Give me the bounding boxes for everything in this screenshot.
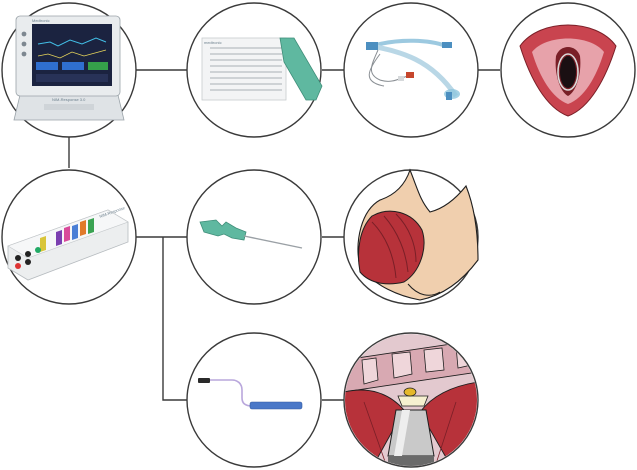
node-stimulation-probe bbox=[187, 333, 321, 467]
node-tube-ring bbox=[344, 3, 478, 137]
node-monitor: Medtronic NIM-Response 3.0 bbox=[2, 3, 136, 137]
node-endotracheal-tube bbox=[344, 3, 478, 137]
monitor-icon: Medtronic NIM-Response 3.0 bbox=[14, 16, 124, 120]
node-interface-box: NIM-Response bbox=[2, 170, 136, 304]
node-shoulder-muscle bbox=[344, 170, 478, 304]
node-electrode-strip: medtronic bbox=[187, 3, 322, 137]
strip-brand-text: medtronic bbox=[204, 40, 222, 45]
node-needle-ring bbox=[187, 170, 321, 304]
connector-box-probe bbox=[163, 237, 187, 400]
node-probe-ring bbox=[187, 333, 321, 467]
node-needle-electrode bbox=[187, 170, 321, 304]
node-larynx bbox=[501, 3, 635, 137]
monitor-brand-text: Medtronic bbox=[32, 18, 50, 23]
node-spinal-surgery bbox=[344, 333, 478, 470]
spine-surgery-icon bbox=[344, 334, 478, 470]
monitor-model-text: NIM-Response 3.0 bbox=[52, 97, 86, 102]
